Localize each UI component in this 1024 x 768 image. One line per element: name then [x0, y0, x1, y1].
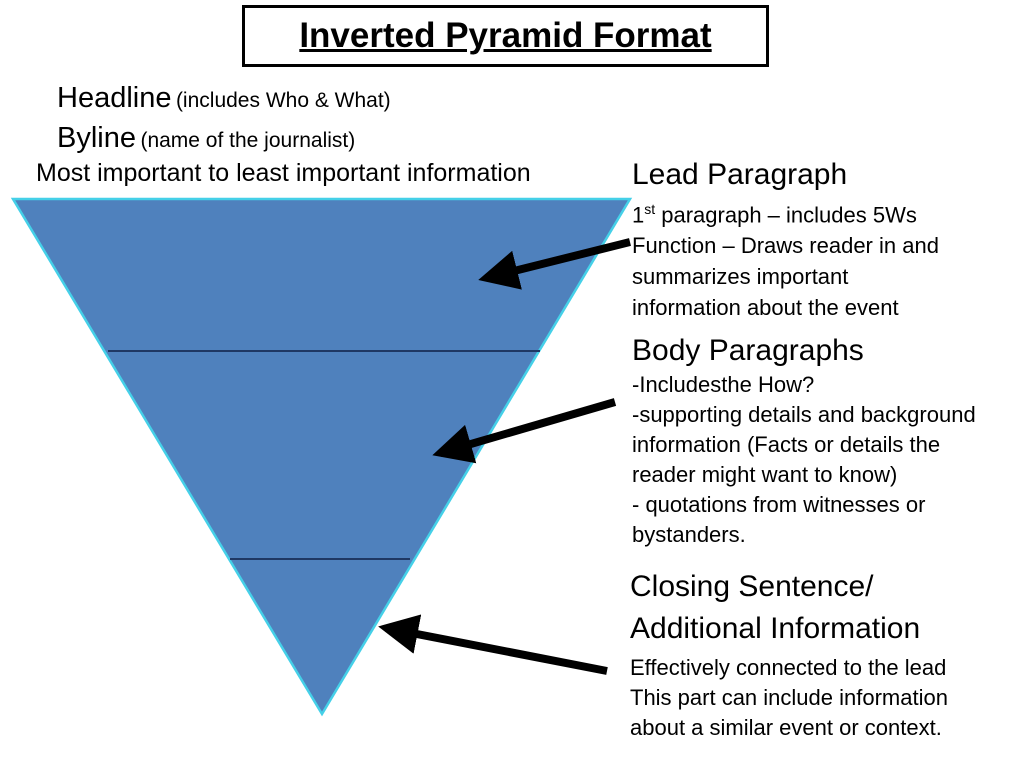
headline-note-text: (includes Who & What): [175, 89, 391, 112]
flow-caption: Most important to least important inform…: [36, 159, 531, 187]
closing-sentence-heading: Closing Sentence/ Additional Information: [630, 570, 921, 645]
lead-line1-rest: paragraph – includes 5Ws: [655, 202, 917, 228]
byline-note-text: (name of the journalist): [140, 129, 356, 152]
byline-label: Byline: [57, 122, 136, 154]
inverted-pyramid-shape: [10, 197, 633, 717]
lead-paragraph-block: Lead Paragraph 1st paragraph – includes …: [632, 156, 1024, 323]
lead-line1-superscript: st: [644, 201, 656, 217]
body-paragraphs-heading: Body Paragraphs: [632, 334, 864, 367]
closing-sentence-block: Closing Sentence/ Additional Information…: [630, 566, 1024, 743]
closing-sentence-text: Effectively connected to the lead This p…: [630, 655, 948, 740]
headline-row: Headline (includes Who & What): [57, 82, 391, 115]
lead-paragraph-heading: Lead Paragraph: [632, 158, 848, 191]
title-box: Inverted Pyramid Format: [242, 5, 769, 67]
headline-note: (includes Who & What): [176, 89, 391, 112]
lead-line1-prefix: 1: [632, 202, 645, 228]
lead-paragraph-line1: 1st paragraph – includes 5Ws: [632, 194, 1024, 230]
arrow-to-lead-section: [478, 238, 631, 290]
byline-row: Byline (name of the journalist): [57, 122, 355, 155]
body-paragraphs-text: -Includesthe How? -supporting details an…: [632, 372, 976, 547]
arrow-to-body-section: [432, 398, 617, 464]
body-paragraphs-block: Body Paragraphs -Includesthe How? -suppo…: [632, 332, 1024, 550]
byline-note: (name of the journalist): [140, 129, 355, 152]
page-title: Inverted Pyramid Format: [299, 16, 712, 55]
lead-paragraph-text: Function – Draws reader in and summarize…: [632, 233, 939, 321]
headline-label: Headline: [57, 82, 172, 114]
arrow-to-closing-section: [378, 614, 608, 675]
